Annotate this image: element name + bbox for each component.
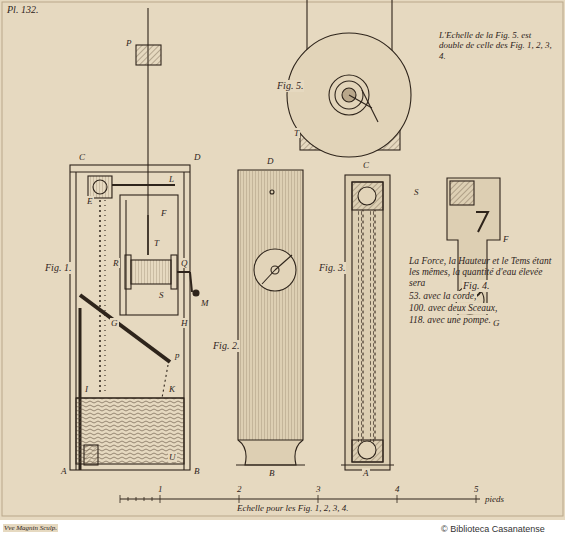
part-letter: L	[168, 174, 175, 184]
figure-label: Fig. 5.	[276, 80, 304, 92]
part-letter: A	[362, 468, 370, 478]
part-letter: p	[174, 350, 181, 360]
part-letter: I	[84, 384, 89, 394]
part-letter: M	[200, 298, 210, 308]
part-letter: F	[160, 208, 168, 218]
figure-label: Fig. 1.	[44, 262, 72, 274]
note-text: 53. avec la corde,	[408, 291, 477, 302]
part-letter: C	[78, 152, 86, 162]
scale-number: 5	[473, 484, 480, 494]
scale-caption: Echelle pour les Fig. 1, 2, 3, 4.	[236, 503, 349, 513]
part-letter: T	[153, 238, 160, 248]
figure-label: Fig. 4.	[462, 280, 490, 292]
part-letter: E	[86, 196, 94, 206]
engraver-credit: Vve Magnin Sculp.	[3, 524, 58, 532]
part-letter: A	[60, 466, 68, 476]
part-letter: K	[168, 384, 176, 394]
note-text: 100. avec deux Sceaux,	[408, 303, 498, 314]
scale-number: 3	[315, 484, 322, 494]
note-text: La Force, la Hauteur et le Tems étant le…	[408, 256, 558, 289]
part-letter: D	[266, 156, 275, 166]
plate-number: Pl. 132.	[6, 4, 39, 16]
part-letter: C	[362, 160, 370, 170]
part-letter: B	[268, 468, 276, 478]
part-letter: D	[193, 152, 202, 162]
scale-number: 4	[394, 484, 401, 494]
part-letter: U	[168, 452, 177, 462]
part-letter: P	[125, 38, 133, 48]
scale-number: 2	[236, 484, 243, 494]
part-letter: F	[502, 234, 510, 244]
scale-note: L'Echelle de la Fig. 5. est double de ce…	[438, 30, 558, 61]
part-letter: B	[193, 466, 201, 476]
scale-unit: pieds	[484, 494, 505, 504]
figure-label: Fig. 3.	[318, 262, 346, 274]
part-letter: S	[413, 187, 420, 197]
figure-label: Fig. 2.	[212, 340, 240, 352]
scale-number: 1	[157, 484, 164, 494]
copyright-credit: © Biblioteca Casanatense	[440, 524, 546, 534]
part-letter: R	[112, 258, 120, 268]
part-letter: Q	[180, 258, 189, 268]
part-letter: T	[293, 128, 300, 138]
part-letter: S	[158, 290, 165, 300]
note-text: 118. avec une pompe.	[408, 315, 492, 326]
part-letter: H	[180, 318, 189, 328]
part-letter: G	[110, 318, 119, 328]
part-letter: G	[492, 318, 501, 328]
